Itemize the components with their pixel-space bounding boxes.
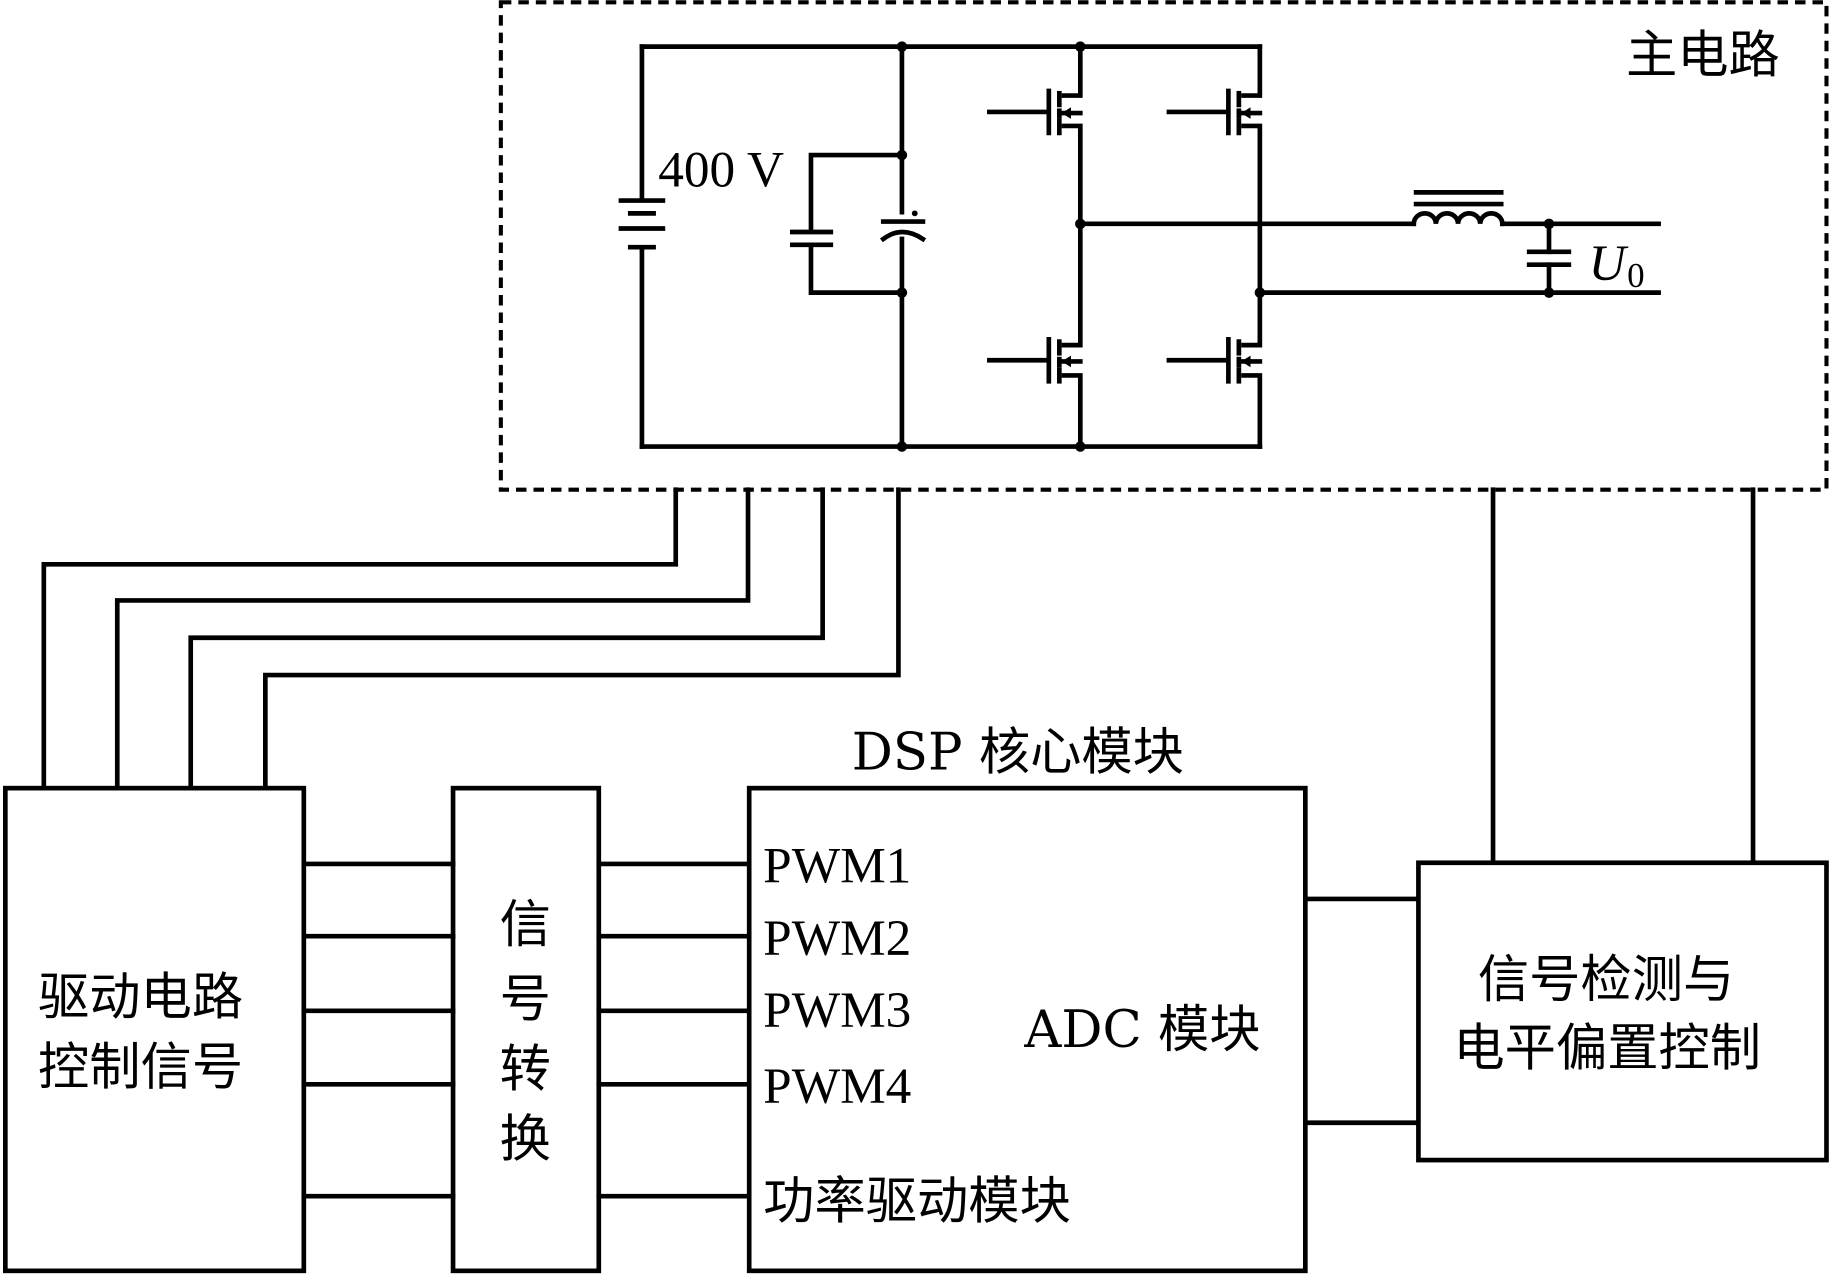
drive-circuit-block (3, 785, 307, 1274)
drive-block-line1: 驱动电路 (38, 967, 243, 1027)
adc-module-label: ADC 模块 (1023, 1000, 1260, 1060)
gate-drive-lines (41, 487, 901, 791)
output-voltage-subscript: 0 (1627, 256, 1644, 295)
film-cap-wire (808, 152, 905, 295)
gate-line-1 (41, 487, 679, 791)
power-driver-label: 功率驱动模块 (763, 1171, 1071, 1231)
drive-conversion-links (301, 861, 456, 1199)
junction-dot (1543, 287, 1555, 298)
right-leg-wire (1241, 44, 1263, 449)
signal-conversion-char: 信 (500, 895, 551, 955)
dc-source-icon (618, 198, 666, 250)
mosfet-q2-icon (1166, 88, 1263, 136)
mosfet-q1-icon (987, 88, 1083, 136)
junction-dot (896, 149, 908, 161)
output-capacitor-icon (1526, 249, 1572, 267)
signal-conversion-block (450, 785, 602, 1274)
pwm-label: PWM1 (763, 838, 911, 895)
gate-line-4 (263, 487, 901, 791)
main-circuit-title: 主电路 (1626, 25, 1780, 85)
signal-conversion-char: 换 (500, 1110, 551, 1170)
junction-dot (896, 41, 908, 52)
signal-conversion-char: 转 (500, 1040, 551, 1100)
junction-dot (896, 287, 908, 298)
dsp-core-title: DSP 核心模块 (852, 722, 1184, 782)
junction-dot (1543, 218, 1555, 230)
junction-dot (1075, 441, 1086, 452)
left-leg-wire (1061, 44, 1083, 449)
pwm-label: PWM4 (763, 1058, 911, 1115)
junction-dot (896, 441, 908, 452)
filter-inductor-icon (1411, 190, 1505, 227)
gate-line-2 (114, 487, 751, 791)
electrolytic-capacitor-icon (880, 210, 927, 243)
source-voltage-label: 400 V (658, 142, 784, 199)
output-voltage-label: U (1589, 235, 1629, 292)
mosfet-q3-icon (987, 336, 1083, 384)
gate-line-3 (188, 487, 825, 791)
main-circuit: 400 V (618, 41, 1661, 452)
mosfet-q4-icon (1166, 336, 1263, 384)
pwm-label: PWM2 (763, 910, 911, 967)
signal-detection-block (1416, 860, 1829, 1163)
detection-block-line2: 电平偏置控制 (1453, 1019, 1761, 1079)
detection-block-line1: 信号检测与 (1478, 950, 1734, 1010)
dsp-core-block (746, 785, 1308, 1274)
main-circuit-boundary (498, 0, 1829, 492)
film-capacitor-icon (789, 229, 834, 248)
conversion-dsp-links (596, 861, 752, 1199)
drive-block-line2: 控制信号 (38, 1037, 243, 1097)
pwm-label: PWM3 (763, 982, 911, 1039)
signal-conversion-char: 号 (500, 970, 551, 1030)
junction-dot (1075, 41, 1086, 52)
